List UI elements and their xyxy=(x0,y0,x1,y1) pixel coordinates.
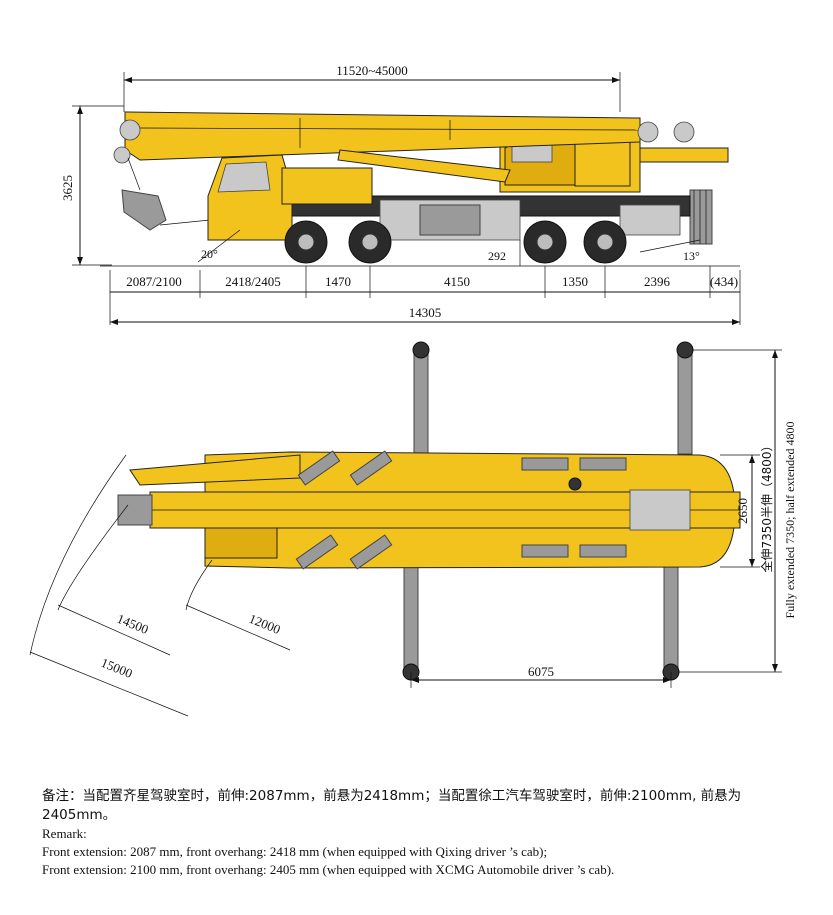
segment-front-overhang: 2418/2405 xyxy=(225,274,281,289)
note-remark-heading: Remark: xyxy=(42,826,87,841)
boom-length-label: 11520~45000 xyxy=(336,63,408,78)
turning-radius-12000: 12000 xyxy=(247,611,283,637)
overall-length-label: 14305 xyxy=(409,305,442,320)
segment-axle-3-4: 1350 xyxy=(562,274,588,289)
outriggers xyxy=(402,341,694,681)
outrigger-boxes xyxy=(295,450,627,570)
segment-axle-2-3: 4150 xyxy=(444,274,470,289)
note-english-qixing: Front extension: 2087 mm, front overhang… xyxy=(42,844,548,859)
segment-front-extension: 2087/2100 xyxy=(126,274,182,289)
top-view: 2650 全伸7350半伸（4800） Fully extended 7350;… xyxy=(29,341,797,717)
height-label: 3625 xyxy=(60,175,75,201)
departure-angle-label: 13° xyxy=(683,249,700,263)
ground-clearance-label: 292 xyxy=(488,249,506,263)
turning-radius-15000: 15000 xyxy=(99,655,135,681)
segment-rear-extension: (434) xyxy=(710,274,738,289)
outrigger-extension-en: Fully extended 7350; half extended 4800 xyxy=(783,422,797,619)
approach-angle-label: 20° xyxy=(201,247,218,261)
outrigger-extension-cn: 全伸7350半伸（4800） xyxy=(759,439,774,572)
width-label: 2650 xyxy=(735,498,750,524)
segment-axle-1-2: 1470 xyxy=(325,274,351,289)
note-chinese: 备注：当配置齐星驾驶室时，前伸:2087mm，前悬为2418mm；当配置徐工汽车… xyxy=(42,788,742,823)
side-view: 11520~45000 3625 xyxy=(60,63,741,325)
note-english-xcmg: Front extension: 2100 mm, front overhang… xyxy=(42,862,615,877)
outrigger-span-label: 6075 xyxy=(528,664,554,679)
notes: 备注：当配置齐星驾驶室时，前伸:2087mm，前悬为2418mm；当配置徐工汽车… xyxy=(42,787,802,879)
segment-rear-overhang: 2396 xyxy=(644,274,671,289)
